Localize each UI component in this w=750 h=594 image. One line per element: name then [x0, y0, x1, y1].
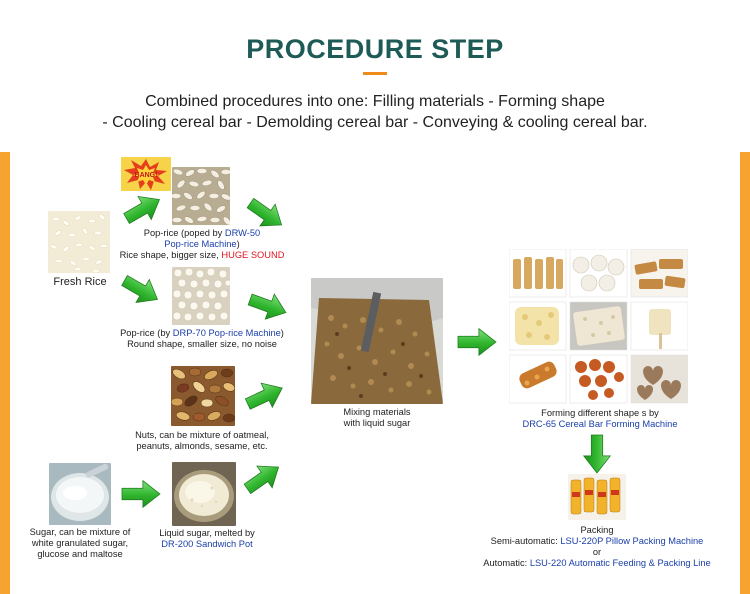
arrow-right-icon — [121, 479, 161, 509]
packing-label: Packing Semi-automatic: LSU-220P Pillow … — [480, 525, 714, 569]
arrow-to-mixing-3-icon — [242, 375, 288, 416]
packing-auto-prefix: Automatic: — [483, 558, 530, 568]
bar-photo-1 — [508, 248, 567, 298]
bar-photo-2 — [569, 248, 628, 298]
forming-label: Forming different shape s by DRC-65 Cere… — [500, 408, 700, 430]
fresh-rice-photo — [48, 211, 110, 273]
pop-rice-photo-1 — [172, 167, 230, 225]
title-underline — [363, 72, 387, 75]
bar-photo-5 — [569, 301, 628, 351]
sugar-line-1: Sugar, can be mixture of — [29, 527, 131, 537]
liquid-sugar-line-1: Liquid sugar, melted by — [159, 528, 255, 538]
pop-rice-2-paren: ) — [280, 328, 284, 338]
subtitle-line-1: Combined procedures into one: Filling ma… — [145, 93, 605, 110]
pop-rice-photo-2 — [172, 267, 230, 325]
arrow-to-forming-icon — [457, 327, 497, 357]
mixing-line-1: Mixing materials — [343, 407, 411, 417]
pop-rice-machine-link[interactable]: Pop-rice Machine — [164, 239, 237, 249]
bar-photo-8 — [569, 354, 628, 404]
liquid-sugar-label: Liquid sugar, melted by DR-200 Sandwich … — [142, 528, 272, 550]
mixing-photo — [311, 278, 443, 404]
dr-200-machine-link[interactable]: DR-200 Sandwich Pot — [161, 539, 253, 549]
pop-rice-1-text: Pop-rice (poped by — [143, 228, 225, 238]
bar-photo-4 — [508, 301, 567, 351]
forming-line-1: Forming different shape s by — [541, 408, 659, 418]
lsu-220p-machine-link[interactable]: LSU-220P Pillow Packing Machine — [560, 536, 704, 546]
sugar-photo — [49, 463, 111, 525]
arrow-to-mixing-2-icon — [245, 286, 290, 325]
nuts-line-2: peanuts, almonds, sesame, etc. — [136, 441, 268, 451]
cereal-bar-shapes-grid — [508, 248, 689, 405]
arrow-down-right-icon — [118, 268, 165, 311]
packing-or: or — [592, 547, 602, 557]
drw-50-machine-link[interactable]: DRW-50 — [224, 228, 261, 238]
bang-text: BANG! — [135, 172, 158, 179]
arrow-to-mixing-1-icon — [242, 192, 289, 237]
page-subtitle: Combined procedures into one: Filling ma… — [0, 91, 750, 133]
nuts-label: Nuts, can be mixture of oatmeal, peanuts… — [112, 430, 292, 452]
arrow-to-packing-icon — [582, 434, 612, 474]
packing-semi-prefix: Semi-automatic: — [490, 536, 561, 546]
subtitle-line-2: - Cooling cereal bar - Demolding cereal … — [102, 114, 648, 131]
pop-rice-1-desc: Rice shape, bigger size, — [119, 250, 222, 260]
huge-sound-highlight: HUGE SOUND — [221, 250, 285, 260]
liquid-sugar-photo — [172, 462, 236, 526]
pop-rice-2-text: Pop-rice (by — [120, 328, 173, 338]
page-title: PROCEDURE STEP — [246, 34, 504, 64]
fresh-rice-label: Fresh Rice — [53, 276, 107, 288]
mixing-label: Mixing materials with liquid sugar — [317, 407, 437, 429]
drp-70-machine-link[interactable]: DRP-70 Pop-rice Machine — [172, 328, 281, 338]
sugar-label: Sugar, can be mixture of white granulate… — [24, 527, 136, 560]
pop-rice-2-desc: Round shape, smaller size, no noise — [127, 339, 277, 349]
packing-line-1: Packing — [580, 525, 614, 535]
arrow-up-right-icon — [120, 187, 167, 230]
bar-photo-7 — [508, 354, 567, 404]
drc-65-machine-link[interactable]: DRC-65 Cereal Bar Forming Machine — [522, 419, 678, 429]
right-accent-bar — [740, 152, 750, 594]
bar-photo-9 — [630, 354, 689, 404]
lsu-220-machine-link[interactable]: LSU-220 Automatic Feeding & Packing Line — [529, 558, 711, 568]
left-accent-bar — [0, 152, 10, 594]
arrow-to-mixing-4-icon — [239, 456, 286, 501]
nuts-line-1: Nuts, can be mixture of oatmeal, — [135, 430, 269, 440]
pop-rice-1-paren: ) — [236, 239, 240, 249]
sugar-line-2: white granulated sugar, — [31, 538, 129, 548]
packing-photo — [568, 474, 626, 520]
mixing-line-2: with liquid sugar — [343, 418, 411, 428]
sugar-line-3: glucose and maltose — [37, 549, 123, 559]
bang-sound-icon: BANG! — [121, 157, 171, 191]
pop-rice-2-label: Pop-rice (by DRP-70 Pop-rice Machine) Ro… — [112, 328, 292, 350]
nuts-photo — [171, 366, 235, 426]
bar-photo-6 — [630, 301, 689, 351]
pop-rice-1-label: Pop-rice (poped by DRW-50 Pop-rice Machi… — [112, 228, 292, 261]
bar-photo-3 — [630, 248, 689, 298]
